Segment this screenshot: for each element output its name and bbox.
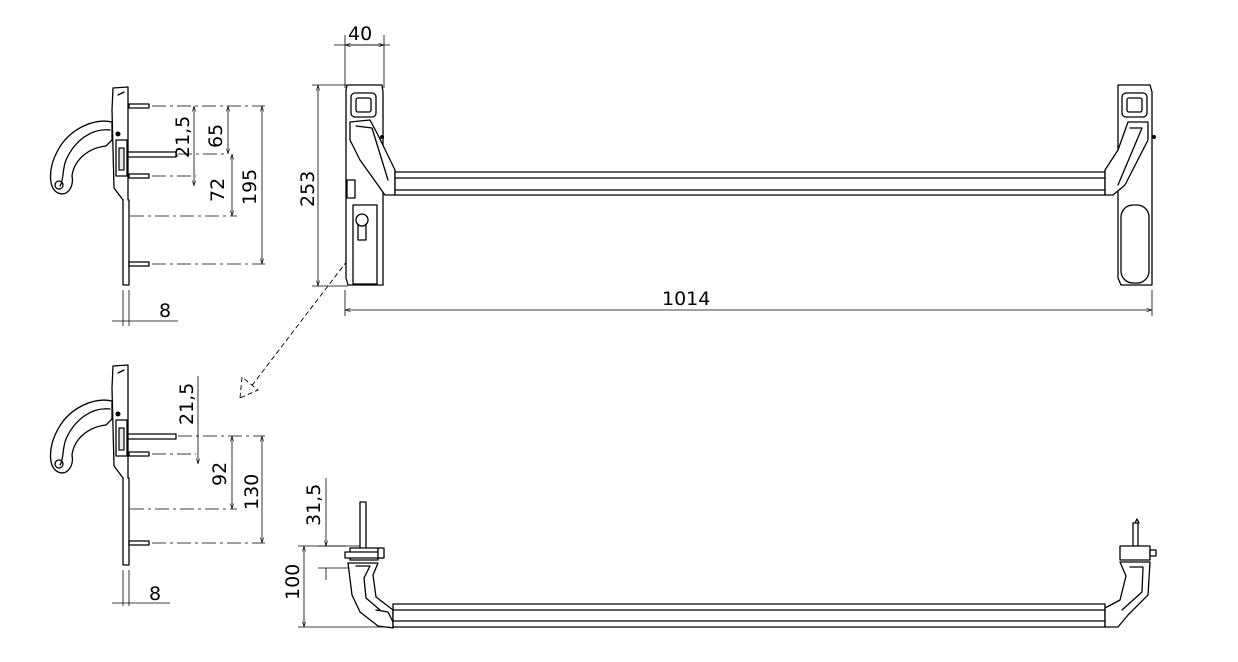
reference-arrow [239,247,358,399]
dim-side1-lower: 72 [207,178,229,202]
lever-handle-icon [49,399,113,474]
dim-bar-length: 1014 [662,288,710,310]
dim-front-width: 40 [348,23,372,45]
side-view-1: 21,5 65 72 195 8 [49,86,265,326]
side-view-2: 21,5 92 130 8 [49,364,265,606]
dim-side1-total: 195 [239,169,261,205]
dim-side2-plate: 8 [149,583,161,605]
dim-side1-latch-offset: 21,5 [172,116,194,158]
dim-side2-lower: 92 [209,462,231,486]
lever-handle-icon [49,120,113,195]
dim-front-height: 253 [297,171,319,207]
dim-top-height: 100 [282,564,304,600]
dim-side1-mid: 65 [205,124,227,148]
top-view: 31,5 100 [282,478,1157,629]
dim-side1-plate: 8 [159,300,171,322]
dim-side2-latch-offset: 21,5 [176,383,198,425]
dim-side2-total: 130 [241,474,263,510]
dim-top-rod: 31,5 [303,484,325,526]
front-view: 40 253 1014 [297,23,1156,316]
